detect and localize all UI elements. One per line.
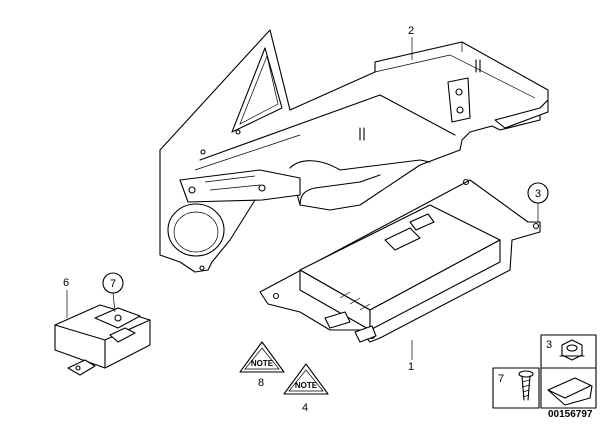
inset-part-7-screw: 7 (492, 367, 540, 409)
circled-callout-7: 7 (102, 272, 124, 313)
callout-8-text: 8 (258, 377, 264, 389)
inset-part-3-nut: 3 (540, 334, 597, 369)
inset-callout-3-text: 3 (546, 339, 552, 351)
small-module-part-6 (54, 304, 151, 376)
callout-2-text: 2 (408, 25, 414, 37)
control-module-part-1 (259, 178, 541, 343)
callout-3-text: 3 (535, 188, 541, 200)
callout-6-text: 6 (63, 277, 69, 289)
callout-7-text: 7 (110, 278, 116, 290)
callout-4-text: 4 (302, 402, 308, 414)
mounting-bracket-part-2 (159, 29, 549, 273)
callout-1-text: 1 (408, 361, 414, 373)
warning-label-4-text: NOTE (295, 381, 318, 390)
warning-label-8-text: NOTE (251, 359, 274, 368)
warning-label-part-8: NOTE (239, 341, 285, 373)
warning-label-part-4: NOTE (283, 363, 329, 395)
circled-callout-3: 3 (527, 182, 549, 222)
inset-plate (540, 367, 597, 409)
inset-callout-7-text: 7 (498, 373, 504, 385)
part-number-label: 00156797 (548, 409, 593, 420)
